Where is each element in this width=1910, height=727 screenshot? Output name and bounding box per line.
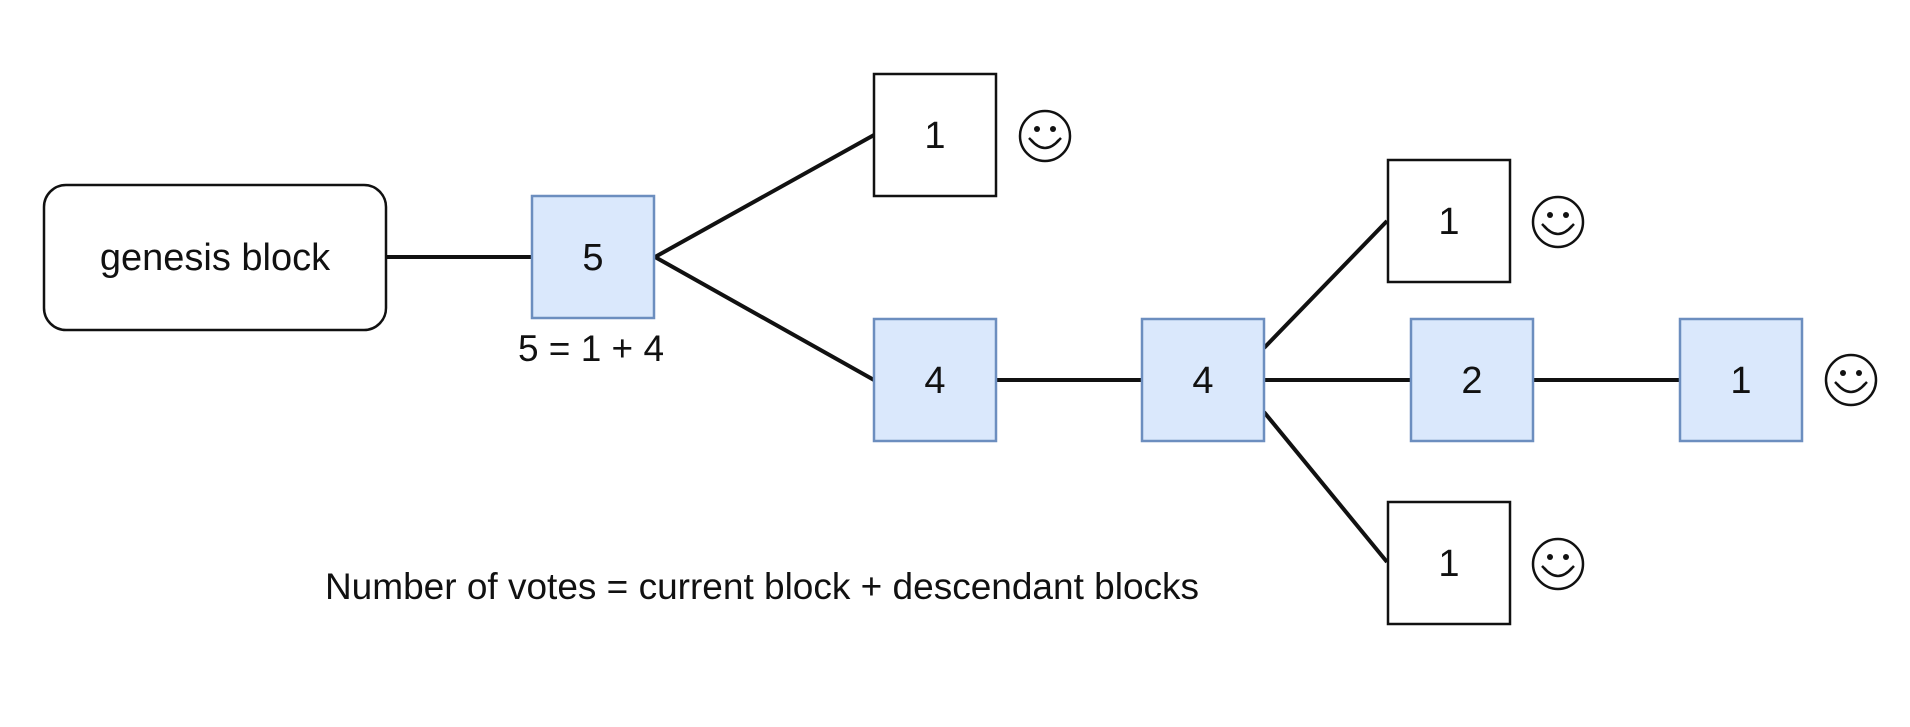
block-lower-leaf: 1 — [1386, 500, 1512, 626]
block-mid-b: 4 — [1140, 317, 1266, 443]
edges — [387, 133, 1680, 564]
smiley-face-icon — [1531, 537, 1585, 591]
smiley-face-icon — [1018, 109, 1072, 163]
block-root: 5 — [530, 194, 656, 320]
block-root-votes: 5 — [582, 237, 603, 279]
block-mid-a: 4 — [872, 317, 998, 443]
block-mid-a-votes: 4 — [924, 360, 945, 402]
edge-mid-b-upper-leaf — [1262, 219, 1389, 350]
genesis-block-label: genesis block — [100, 237, 331, 279]
edge-root-mid-a — [654, 255, 875, 382]
genesis-block: genesis block — [42, 183, 388, 332]
votes-definition-label: Number of votes = current block + descen… — [325, 566, 1199, 607]
block-mid-b-votes: 4 — [1192, 360, 1213, 402]
block-branch-c: 2 — [1409, 317, 1535, 443]
smiley-face-icon — [1531, 195, 1585, 249]
block-upper-leaf: 1 — [1386, 158, 1512, 284]
edge-mid-b-lower-leaf — [1262, 410, 1389, 564]
block-branch-c-votes: 2 — [1461, 360, 1482, 402]
block-lower-leaf-votes: 1 — [1438, 543, 1459, 585]
smiley-face-icon — [1824, 353, 1878, 407]
edge-root-top-leaf — [654, 133, 875, 259]
block-top-leaf: 1 — [872, 72, 998, 198]
block-end-leaf: 1 — [1678, 317, 1804, 443]
sum-formula-label: 5 = 1 + 4 — [518, 328, 664, 369]
block-top-leaf-votes: 1 — [924, 115, 945, 157]
block-upper-leaf-votes: 1 — [1438, 201, 1459, 243]
block-end-leaf-votes: 1 — [1730, 360, 1751, 402]
